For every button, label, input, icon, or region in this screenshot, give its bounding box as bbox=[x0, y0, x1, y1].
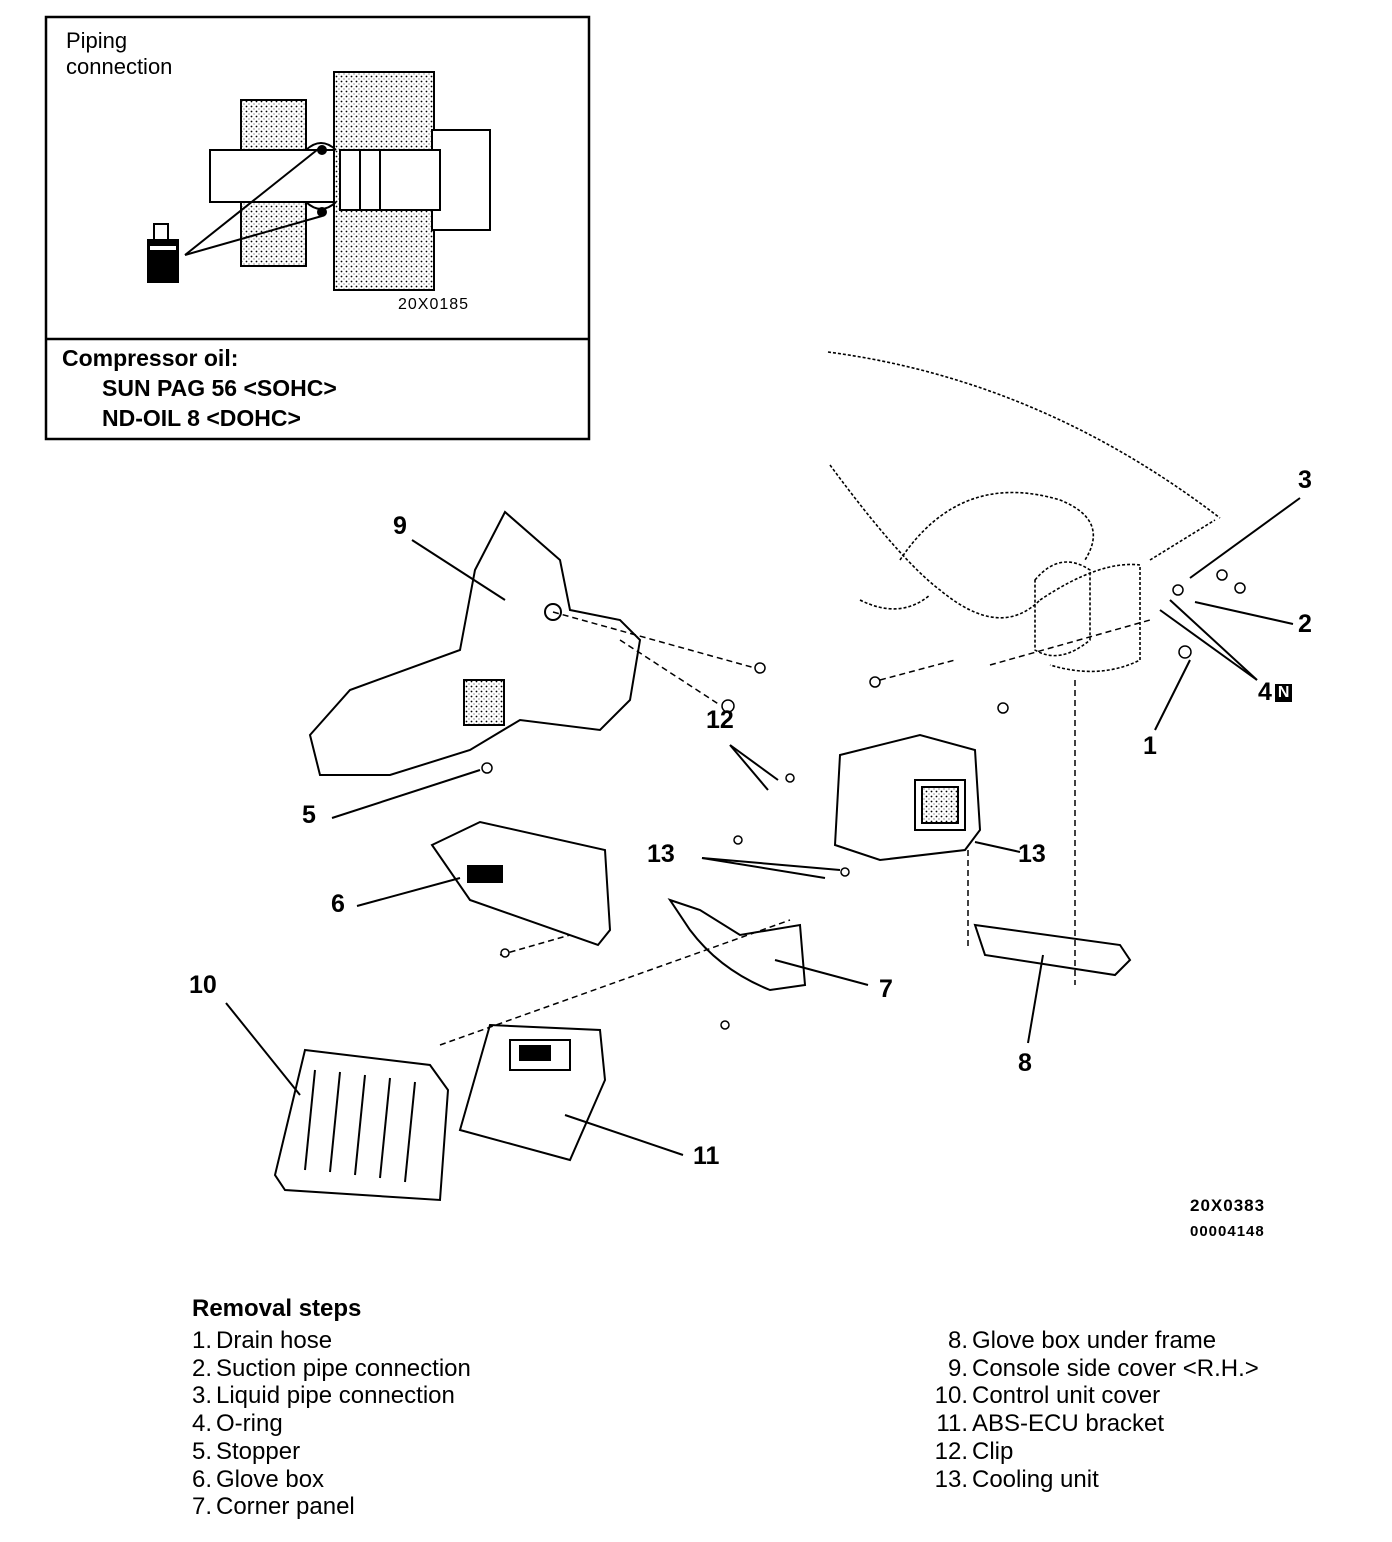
step-label: Glove box under frame bbox=[972, 1327, 1217, 1354]
removal-step: 9.Console side cover <R.H.> bbox=[932, 1355, 1259, 1383]
callout-13-left: 13 bbox=[647, 840, 675, 868]
callout-6: 6 bbox=[331, 890, 345, 918]
control-unit-cover bbox=[273, 1048, 450, 1202]
callout-11: 11 bbox=[693, 1142, 720, 1170]
step-label: Drain hose bbox=[216, 1327, 333, 1354]
figure-code-2: 00004148 bbox=[1190, 1223, 1265, 1240]
oil-can-icon bbox=[147, 145, 323, 283]
inset-figure-code: 20X0185 bbox=[398, 296, 470, 313]
oil-label: Compressor oil: bbox=[62, 345, 239, 371]
callout-7: 7 bbox=[879, 975, 893, 1003]
callout-9: 9 bbox=[393, 512, 407, 540]
removal-step: 5.Stopper bbox=[176, 1438, 471, 1466]
removal-step: 4.O-ring bbox=[176, 1410, 471, 1438]
removal-step: 8.Glove box under frame bbox=[932, 1327, 1259, 1355]
removal-step: 13.Cooling unit bbox=[932, 1466, 1259, 1494]
step-label: O-ring bbox=[216, 1410, 283, 1438]
step-number: 3. bbox=[191, 1382, 212, 1410]
removal-step: 11.ABS-ECU bracket bbox=[932, 1410, 1259, 1438]
step-label: Clip bbox=[972, 1437, 1014, 1465]
step-label: Stopper bbox=[216, 1437, 301, 1465]
callout-4-number: 4 bbox=[1258, 678, 1272, 706]
step-number: 2. bbox=[191, 1354, 212, 1382]
cooling-unit bbox=[833, 733, 982, 862]
step-label: Control unit cover bbox=[972, 1382, 1161, 1410]
glove-box bbox=[430, 820, 612, 947]
step-number: 7. bbox=[191, 1493, 212, 1521]
step-label: Corner panel bbox=[216, 1493, 355, 1521]
step-number: 8. bbox=[947, 1327, 968, 1354]
exploded-lines bbox=[439, 611, 1151, 1046]
callout-8: 8 bbox=[1018, 1049, 1032, 1077]
removal-step: 12.Clip bbox=[932, 1438, 1259, 1466]
removal-step: 2.Suction pipe connection bbox=[176, 1355, 471, 1383]
step-label: Cooling unit bbox=[972, 1465, 1099, 1493]
corner-panel bbox=[667, 898, 807, 992]
removal-step: 6.Glove box bbox=[176, 1466, 471, 1494]
step-number: 5. bbox=[191, 1437, 212, 1465]
step-number: 13. bbox=[934, 1465, 968, 1493]
callout-5: 5 bbox=[302, 801, 316, 829]
leader-lines bbox=[225, 497, 1301, 1156]
removal-steps-title: Removal steps bbox=[192, 1295, 362, 1322]
console-side-cover bbox=[308, 510, 642, 776]
callout-1: 1 bbox=[1143, 732, 1157, 760]
oil-dohc: ND-OIL 8 <DOHC> bbox=[102, 405, 301, 431]
inset-title: Piping connection bbox=[66, 28, 172, 80]
inset-title-line2: connection bbox=[66, 54, 173, 79]
oil-sohc: SUN PAG 56 <SOHC> bbox=[102, 375, 337, 401]
step-number: 9. bbox=[947, 1354, 968, 1382]
figure-code-1: 20X0383 bbox=[1190, 1196, 1266, 1215]
step-number: 6. bbox=[191, 1465, 212, 1493]
removal-step: 7.Corner panel bbox=[176, 1493, 471, 1521]
step-number: 12. bbox=[934, 1437, 968, 1465]
step-label: Suction pipe connection bbox=[216, 1354, 471, 1382]
step-number: 10. bbox=[934, 1382, 968, 1410]
step-number: 4. bbox=[191, 1410, 212, 1438]
callout-10: 10 bbox=[189, 971, 217, 999]
abs-ecu-bracket bbox=[458, 1023, 607, 1162]
n-badge: N bbox=[1274, 684, 1293, 702]
step-label: Glove box bbox=[216, 1465, 325, 1493]
under-frame bbox=[973, 923, 1132, 977]
step-label: ABS-ECU bracket bbox=[972, 1410, 1165, 1438]
fasteners bbox=[481, 569, 1246, 1030]
step-number: 1. bbox=[191, 1327, 212, 1354]
step-label: Console side cover <R.H.> bbox=[972, 1354, 1259, 1382]
inset-title-line1: Piping bbox=[66, 28, 128, 53]
dashboard-outline bbox=[827, 351, 1221, 673]
removal-step: 10.Control unit cover bbox=[932, 1382, 1259, 1410]
removal-step: 1.Drain hose bbox=[176, 1327, 471, 1355]
callout-2: 2 bbox=[1298, 610, 1312, 638]
piping-cross-section bbox=[209, 71, 491, 291]
callout-13-right: 13 bbox=[1018, 840, 1046, 868]
compressor-oil-spec: Compressor oil: SUN PAG 56 <SOHC> ND-OIL… bbox=[62, 343, 337, 433]
callout-12: 12 bbox=[706, 706, 734, 734]
piping-inset bbox=[44, 15, 591, 441]
step-label: Liquid pipe connection bbox=[216, 1382, 455, 1410]
callout-3: 3 bbox=[1298, 466, 1312, 494]
step-number: 11. bbox=[936, 1410, 968, 1438]
removal-step: 3.Liquid pipe connection bbox=[176, 1382, 471, 1410]
